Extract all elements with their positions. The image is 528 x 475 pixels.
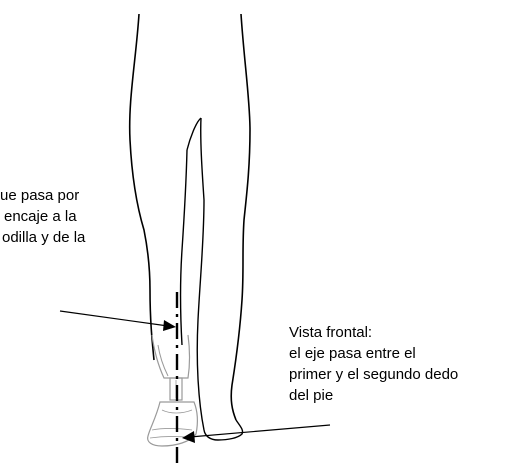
right-annotation-line: primer y el segundo dedo bbox=[289, 364, 458, 385]
prosthesis-socket-inner bbox=[158, 345, 168, 376]
right-annotation-line: del pie bbox=[289, 385, 458, 406]
right-annotation-line: el eje pasa entre el bbox=[289, 343, 458, 364]
right-foot bbox=[204, 420, 243, 440]
body-outline-left bbox=[130, 14, 154, 360]
prosthesis-socket bbox=[152, 335, 190, 378]
right-pointer-arrowhead bbox=[182, 431, 195, 443]
right-pointer-line bbox=[190, 425, 330, 437]
leg-gap-right bbox=[197, 118, 204, 430]
left-annotation: ue pasa por encaje a la odilla y de la bbox=[0, 185, 85, 248]
left-pointer-arrowhead bbox=[163, 320, 176, 331]
left-pointer-line bbox=[60, 311, 168, 326]
left-annotation-line: odilla y de la bbox=[0, 227, 85, 248]
body-outline-right bbox=[231, 14, 250, 420]
left-annotation-line: encaje a la bbox=[0, 206, 85, 227]
left-annotation-line: ue pasa por bbox=[0, 185, 85, 206]
leg-gap-left bbox=[181, 150, 188, 345]
right-annotation: Vista frontal: el eje pasa entre el prim… bbox=[289, 322, 458, 406]
crotch-line bbox=[187, 118, 201, 150]
right-annotation-line: Vista frontal: bbox=[289, 322, 458, 343]
